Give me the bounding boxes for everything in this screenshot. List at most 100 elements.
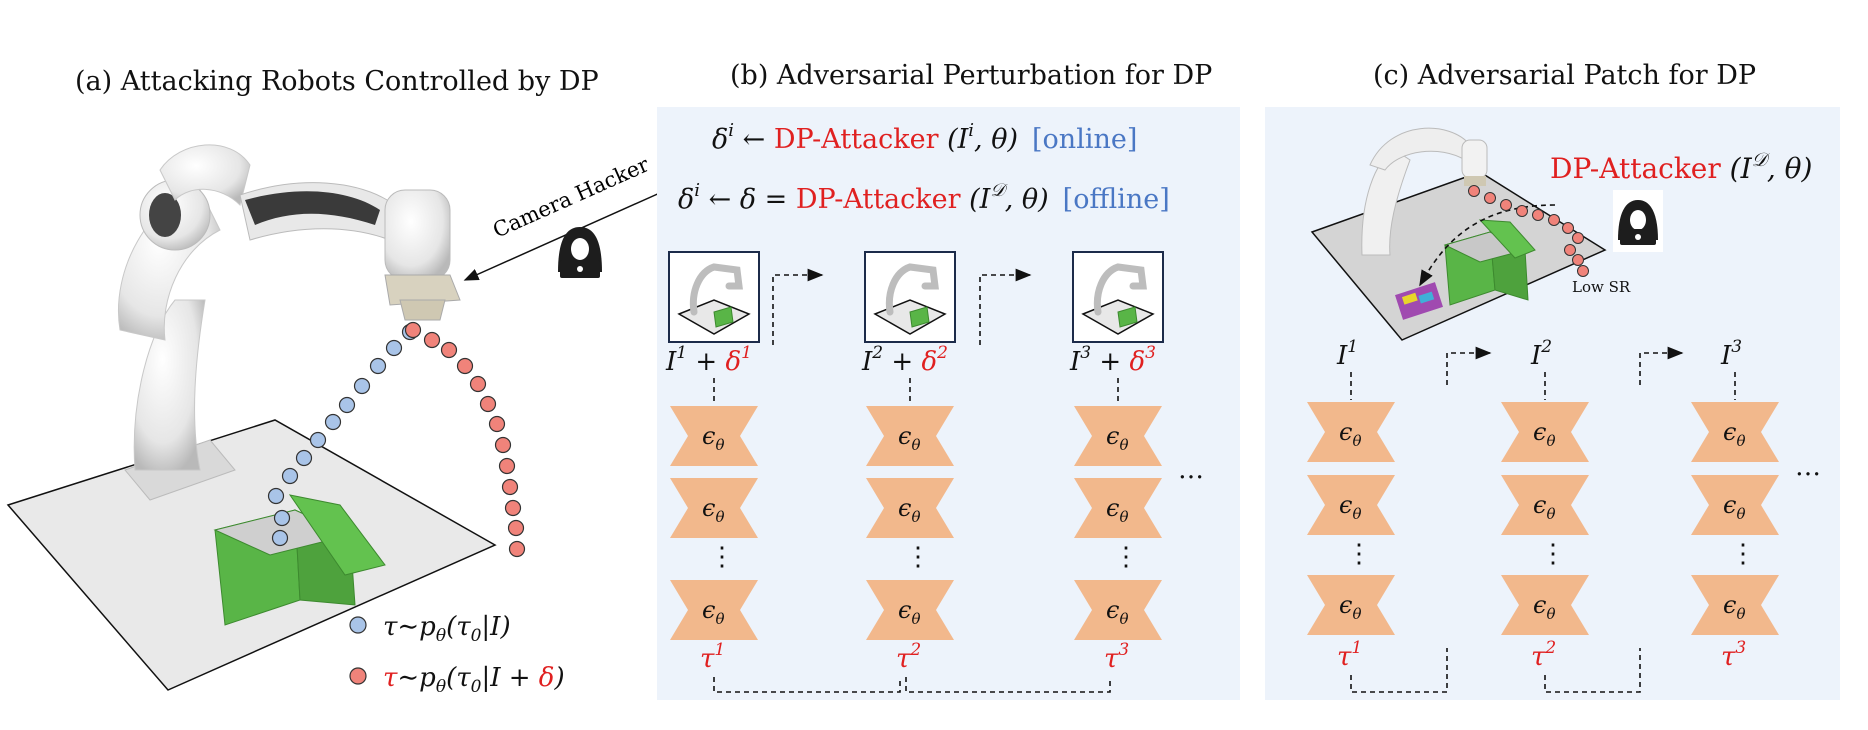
denoiser-label: ϵθ	[1339, 591, 1361, 623]
patch-trajectory-point	[1548, 214, 1560, 226]
clean-trajectory-point	[369, 357, 387, 375]
denoiser-block: ϵθ	[1074, 406, 1162, 466]
panel-a-title: (a) Attacking Robots Controlled by DP	[75, 66, 599, 97]
offline-equation: δi ← δ = DP-Attacker (I𝒟, θ)[offline]	[678, 180, 1170, 215]
attacked-trajectory-point	[508, 540, 526, 558]
denoiser-label: ϵθ	[702, 422, 724, 454]
denoiser-label: ϵθ	[1106, 422, 1128, 454]
frame-thumbnail	[864, 251, 956, 343]
denoiser-block: ϵθ	[1307, 475, 1395, 535]
patch-trajectory-point	[1564, 244, 1576, 256]
perturbed-frame-label: I3 + δ3	[1069, 343, 1156, 377]
denoiser-block: ϵθ	[1307, 575, 1395, 635]
attacked-trajectory-point	[456, 357, 474, 375]
patch-trajectory-point	[1577, 265, 1589, 277]
frame-label: I3	[1720, 337, 1742, 371]
panel-c-ellipsis: …	[1795, 452, 1821, 482]
patch-trajectory-point	[1562, 222, 1574, 234]
denoiser-shape	[1307, 475, 1395, 535]
denoiser-shape	[670, 406, 758, 466]
denoiser-label: ϵθ	[1533, 491, 1555, 523]
clean-trajectory-point	[385, 339, 403, 357]
panel-a: (a) Attacking Robots Controlled by DP	[6, 66, 663, 697]
action-output-label: τ2	[896, 640, 921, 674]
vertical-ellipsis: ⋮	[1540, 539, 1566, 569]
connector-c-2-3	[1639, 346, 1684, 385]
denoiser-label: ϵθ	[1723, 418, 1745, 450]
denoiser-block: ϵθ	[1501, 575, 1589, 635]
denoiser-label: ϵθ	[702, 494, 724, 526]
denoiser-shape	[1501, 475, 1589, 535]
vertical-ellipsis: ⋮	[1346, 539, 1372, 569]
denoiser-block: ϵθ	[1074, 478, 1162, 538]
action-output-label: τ1	[1337, 638, 1362, 672]
panel-b: (b) Adversarial Perturbation for DP δi ←…	[657, 60, 1240, 700]
attacked-trajectory-point	[440, 341, 458, 359]
denoiser-block: ϵθ	[1501, 475, 1589, 535]
connector-b-2-3	[979, 268, 1032, 345]
denoiser-label: ϵθ	[1723, 591, 1745, 623]
panel-b-title: (b) Adversarial Perturbation for DP	[730, 60, 1212, 91]
denoiser-label: ϵθ	[898, 422, 920, 454]
attacked-trajectory-point	[507, 519, 525, 537]
perturbed-frame-label: I2 + δ2	[861, 343, 948, 377]
clean-trajectory-point	[309, 431, 327, 449]
clean-trajectory-point	[273, 509, 291, 527]
denoiser-shape	[866, 478, 954, 538]
patch-trajectory-point	[1516, 205, 1528, 217]
denoiser-shape	[1074, 406, 1162, 466]
clean-trajectory-point	[324, 413, 342, 431]
vertical-ellipsis: ⋮	[1730, 539, 1756, 569]
online-equation: δi ← DP-Attacker (Ii, θ)[online]	[712, 120, 1137, 155]
denoiser-label: ϵθ	[1533, 591, 1555, 623]
denoiser-label: ϵθ	[898, 596, 920, 628]
frame-thumbnail	[668, 251, 760, 343]
patch-trajectory-point	[1484, 192, 1496, 204]
panel-c-title: (c) Adversarial Patch for DP	[1373, 60, 1756, 91]
low-sr-label: Low SR	[1572, 278, 1631, 296]
hacker-icon	[1613, 190, 1663, 252]
denoiser-block: ϵθ	[866, 478, 954, 538]
denoiser-block: ϵθ	[1691, 575, 1779, 635]
denoiser-block: ϵθ	[1691, 475, 1779, 535]
vertical-ellipsis: ⋮	[905, 542, 931, 572]
camera-hacker: Camera Hacker	[463, 152, 663, 281]
vertical-ellipsis: ⋮	[709, 542, 735, 572]
action-output-label: τ2	[1531, 638, 1556, 672]
patch-trajectory-point	[1468, 185, 1480, 197]
patch-trajectory-point	[1572, 254, 1584, 266]
robot-arm-image	[118, 144, 461, 501]
attacked-trajectory-point	[501, 478, 519, 496]
attacked-trajectory-point	[404, 321, 422, 339]
denoiser-label: ϵθ	[1339, 491, 1361, 523]
denoiser-shape	[1501, 575, 1589, 635]
patch-trajectory-point	[1500, 199, 1512, 211]
patch-trajectory-point	[1572, 232, 1584, 244]
denoiser-shape	[670, 478, 758, 538]
connector-c-tau-1	[1350, 648, 1448, 693]
pipeline-column: I2 + δ2 ϵθ ϵθ ⋮ ϵθ τ2	[861, 251, 956, 674]
denoiser-shape	[1501, 402, 1589, 462]
patch-trajectory-point	[1532, 209, 1544, 221]
denoiser-label: ϵθ	[1533, 418, 1555, 450]
denoiser-label: ϵθ	[702, 596, 724, 628]
attacked-trajectory-point	[479, 395, 497, 413]
denoiser-shape	[866, 580, 954, 640]
denoiser-block: ϵθ	[670, 406, 758, 466]
connector-b-tau-2	[905, 677, 1111, 693]
attacked-trajectory	[404, 321, 526, 558]
attacked-trajectory-point	[498, 457, 516, 475]
denoiser-shape	[1074, 478, 1162, 538]
attacked-trajectory-point	[488, 415, 506, 433]
clean-trajectory-point	[281, 467, 299, 485]
panel-b-ellipsis: …	[1178, 455, 1204, 485]
connector-b-tau	[713, 677, 901, 693]
patch-trajectory	[1468, 185, 1589, 277]
denoiser-label: ϵθ	[898, 494, 920, 526]
